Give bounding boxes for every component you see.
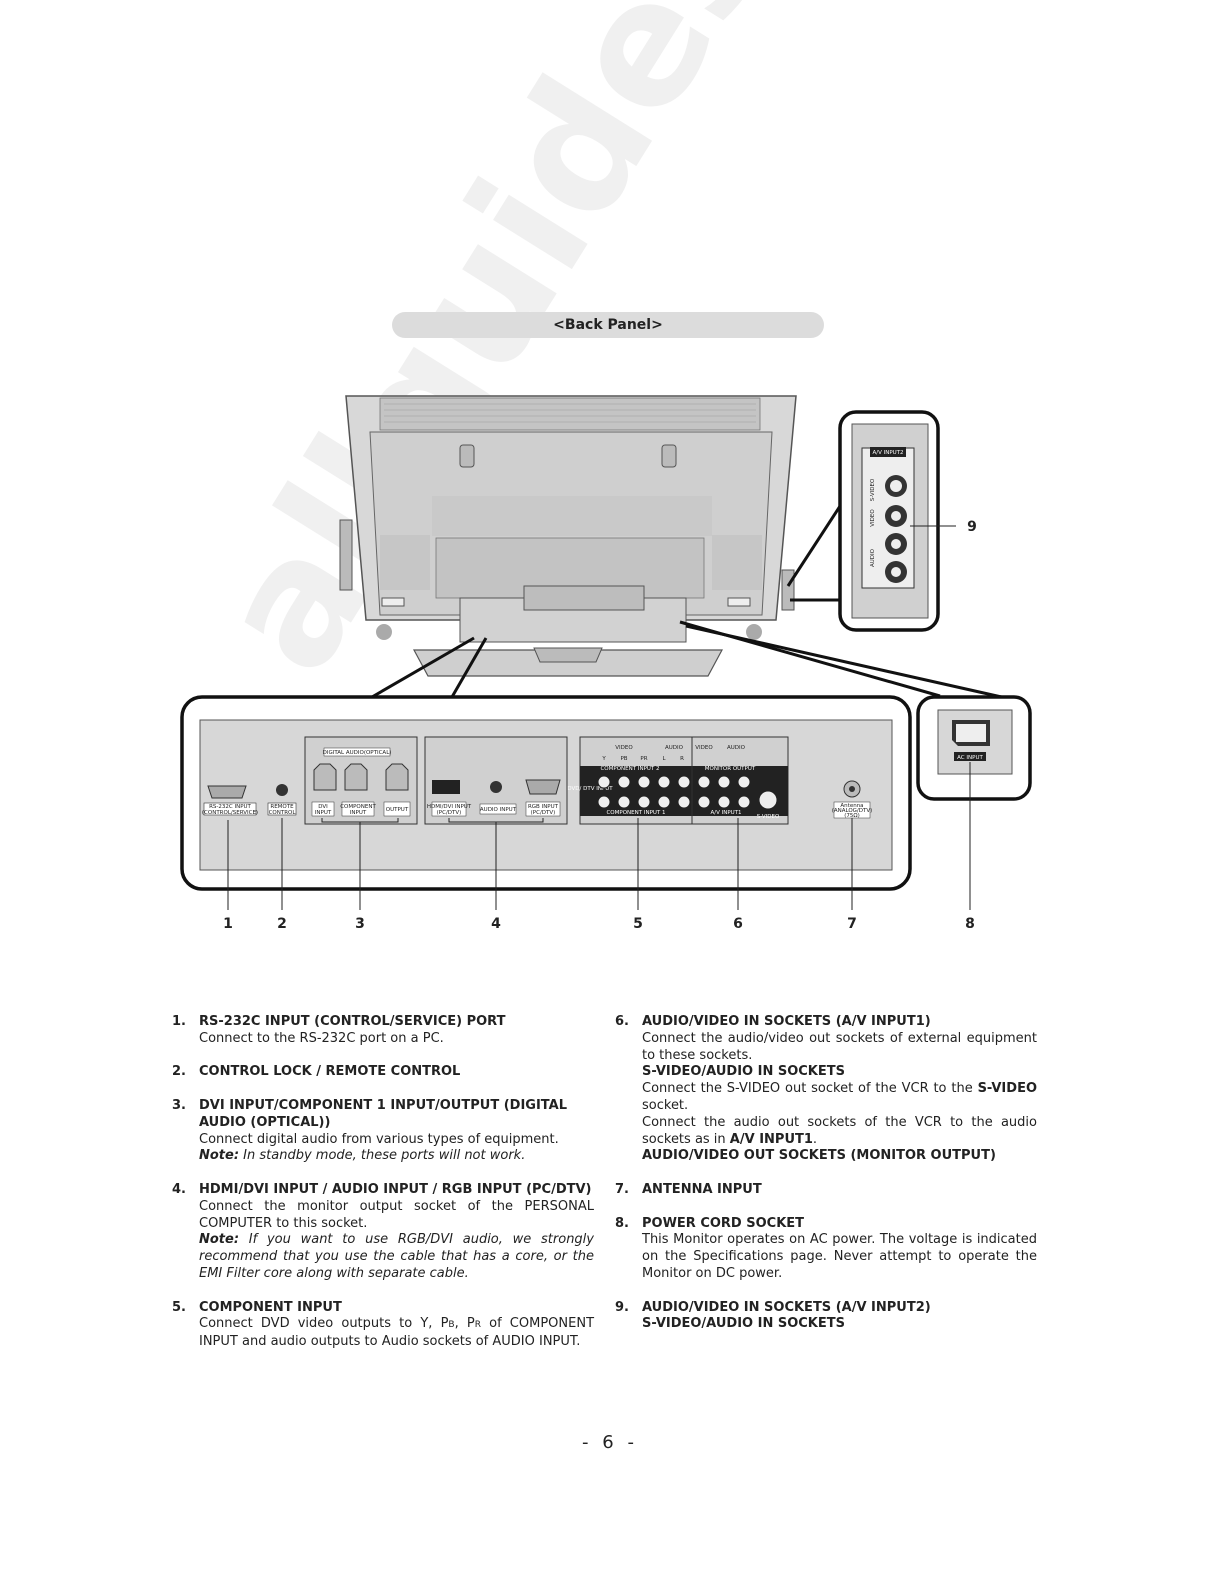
antenna-sub-label: (ANALOG/DTV) — [832, 808, 873, 814]
item-number: 7. — [615, 1181, 629, 1197]
av-input2-panel: A/V INPUT2 S-VIDEO VIDEO AUDIO — [838, 410, 940, 632]
antenna-label: Antenna — [840, 803, 863, 809]
side-video-label: VIDEO — [870, 509, 876, 527]
audio-label-1: AUDIO — [665, 745, 684, 751]
item-heading: POWER CORD SOCKET — [642, 1215, 805, 1231]
dvd-dtv-label: DVD/ DTV INPUT — [567, 786, 613, 792]
note-text: If you want to use RGB/DVI audio, we str… — [199, 1232, 594, 1281]
item-heading: AUDIO/VIDEO IN SOCKETS (A/V INPUT1) — [642, 1014, 931, 1029]
callout-1: 1 — [223, 916, 233, 932]
page-number: - 6 - — [582, 1432, 638, 1453]
component-input1-label: COMPONENT INPUT 1 — [606, 810, 665, 816]
dvi-label: DVI — [318, 804, 328, 810]
item-body-3: Connect the audio out sockets of the VCR… — [642, 1114, 1037, 1147]
item-heading: HDMI/DVI INPUT / AUDIO INPUT / RGB INPUT… — [199, 1181, 592, 1197]
output-label: OUTPUT — [386, 807, 409, 813]
list-item-8: 8. POWER CORD SOCKET This Monitor operat… — [615, 1216, 1037, 1283]
list-item-5: 5. COMPONENT INPUT Connect DVD video out… — [172, 1300, 594, 1351]
item-subheading: S-VIDEO/AUDIO IN SOCKETS — [642, 1064, 845, 1080]
list-item-3: 3. DVI INPUT/COMPONENT 1 INPUT/OUTPUT (D… — [172, 1098, 594, 1165]
audio-label-2: AUDIO — [727, 745, 746, 751]
hdmi-sub-label: (PC/DTV) — [437, 810, 462, 816]
main-port-panel: RS-232C INPUT (CONTROL/SERVICE) REMOTE C… — [180, 695, 912, 891]
rgb-label: RGB INPUT — [528, 804, 559, 810]
item-heading: DVI INPUT/COMPONENT 1 INPUT/OUTPUT (DIGI… — [199, 1097, 567, 1130]
remote-sub-label: CONTROL — [269, 810, 297, 816]
note-text: In standby mode, these ports will not wo… — [239, 1148, 526, 1164]
callout-4: 4 — [491, 916, 501, 932]
item-body: Connect the audio/video out sockets of e… — [642, 1030, 1037, 1063]
item-number: 2. — [172, 1064, 186, 1080]
item-subheading: S-VIDEO/AUDIO IN SOCKETS — [642, 1316, 845, 1332]
item-number: 5. — [172, 1299, 186, 1315]
y-label: Y — [601, 756, 606, 762]
callout-8: 8 — [965, 916, 975, 932]
item-heading: COMPONENT INPUT — [199, 1299, 342, 1315]
ac-input-panel: AC INPUT — [916, 695, 1032, 801]
note-label: Note: — [199, 1148, 240, 1164]
item-number: 4. — [172, 1181, 186, 1197]
item-body: Connect the monitor output socket of the… — [199, 1198, 594, 1231]
item-number: 3. — [172, 1097, 186, 1113]
right-column: 6. AUDIO/VIDEO IN SOCKETS (A/V INPUT1) C… — [615, 1014, 1037, 1350]
callout-2: 2 — [277, 916, 287, 932]
callout-3: 3 — [355, 916, 365, 932]
item-heading: RS-232C INPUT (CONTROL/SERVICE) PORT — [199, 1014, 506, 1029]
item-body: This Monitor operates on AC power. The v… — [642, 1232, 1037, 1281]
item-heading: AUDIO/VIDEO IN SOCKETS (A/V INPUT2) — [642, 1299, 931, 1315]
tv-back — [339, 395, 797, 677]
item-body-2: Connect the S-VIDEO out socket of the VC… — [642, 1081, 1037, 1113]
note-label: Note: — [199, 1232, 240, 1248]
callout-9: 9 — [967, 519, 977, 535]
callout-5: 5 — [633, 916, 643, 932]
item-number: 9. — [615, 1299, 629, 1315]
rs232c-sub-label: (CONTROL/SERVICE) — [202, 810, 258, 816]
antenna-sub2-label: (75Ω) — [844, 813, 860, 819]
hdmi-label: HDMI/DVI INPUT — [427, 804, 472, 810]
list-item-7: 7. ANTENNA INPUT — [615, 1182, 1037, 1199]
list-item-4: 4. HDMI/DVI INPUT / AUDIO INPUT / RGB IN… — [172, 1182, 594, 1283]
pr-label: PR — [640, 756, 647, 762]
pb-label: PB — [620, 756, 627, 762]
callout-7: 7 — [847, 916, 857, 932]
video-label-1: VIDEO — [615, 745, 633, 751]
item-body: Connect digital audio from various types… — [199, 1131, 559, 1147]
item-heading: ANTENNA INPUT — [642, 1181, 762, 1197]
item-number: 8. — [615, 1215, 629, 1231]
s-video-jack-label: S-VIDEO — [757, 814, 780, 820]
list-item-9: 9. AUDIO/VIDEO IN SOCKETS (A/V INPUT2) S… — [615, 1300, 1037, 1334]
back-panel-diagram: RS-232C INPUT (CONTROL/SERVICE) REMOTE C… — [180, 395, 1032, 932]
list-item-2: 2. CONTROL LOCK / REMOTE CONTROL — [172, 1064, 594, 1081]
diagram-title: <Back Panel> — [392, 312, 824, 338]
item-body: Connect to the RS-232C port on a PC. — [199, 1030, 444, 1046]
video-label-2: VIDEO — [695, 745, 713, 751]
item-body: Connect DVD video outputs to Y, PB, PR o… — [199, 1316, 595, 1350]
callout-numbers: 1 2 3 4 5 6 7 8 9 — [223, 519, 977, 932]
monitor-output-label: MONITOR OUTPUT — [705, 766, 756, 772]
audio-input-label: AUDIO INPUT — [480, 807, 517, 813]
item-subheading: AUDIO/VIDEO OUT SOCKETS (MONITOR OUTPUT) — [642, 1148, 996, 1164]
rgb-sub-label: (PC/DTV) — [531, 810, 556, 816]
item-number: 1. — [172, 1014, 186, 1029]
av-input2-label: A/V INPUT2 — [872, 450, 903, 456]
list-item-6: 6. AUDIO/VIDEO IN SOCKETS (A/V INPUT1) C… — [615, 1014, 1037, 1165]
item-heading: CONTROL LOCK / REMOTE CONTROL — [199, 1064, 461, 1080]
dvi-sub-label: INPUT — [315, 810, 332, 816]
av-input1-label: A/V INPUT1 — [710, 810, 741, 816]
component-input2-label: COMPONENT INPUT 2 — [600, 766, 659, 772]
l-label: L — [662, 756, 666, 762]
list-item-1: 1. RS-232C INPUT (CONTROL/SERVICE) PORT … — [172, 1014, 594, 1048]
item-number: 6. — [615, 1014, 629, 1029]
ac-input-label: AC INPUT — [957, 755, 983, 761]
side-audio-label: AUDIO — [870, 548, 876, 567]
digital-audio-label: DIGITAL AUDIO(OPTICAL) — [323, 750, 392, 756]
rs232c-label: RS-232C INPUT — [209, 804, 251, 810]
left-column: 1. RS-232C INPUT (CONTROL/SERVICE) PORT … — [172, 1014, 594, 1368]
side-s-video-label: S-VIDEO — [870, 478, 876, 501]
remote-label: REMOTE — [270, 804, 294, 810]
r-label: R — [680, 756, 684, 762]
component-sub-label: INPUT — [350, 810, 367, 816]
component-label: COMPONENT — [340, 804, 376, 810]
callout-6: 6 — [733, 916, 743, 932]
